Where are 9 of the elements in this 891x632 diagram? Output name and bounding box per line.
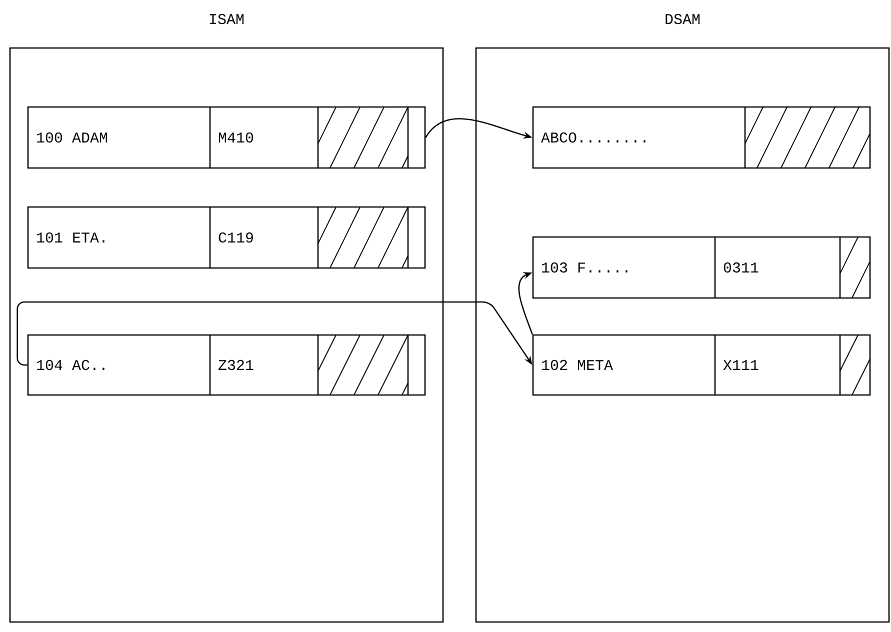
- record-row: 103 F..... 0311: [532, 236, 871, 299]
- record-row: ABCO........: [532, 106, 871, 169]
- record-row: 100 ADAM M410: [27, 106, 426, 169]
- record-row: 101 ETA. C119: [27, 206, 426, 269]
- arrow: [518, 272, 533, 335]
- record-row: 104 AC.. Z321: [27, 334, 426, 396]
- record-row: 102 META X111: [532, 334, 871, 396]
- node-label: ISAM: [210, 14, 244, 24]
- node-label: DSAM: [666, 14, 700, 24]
